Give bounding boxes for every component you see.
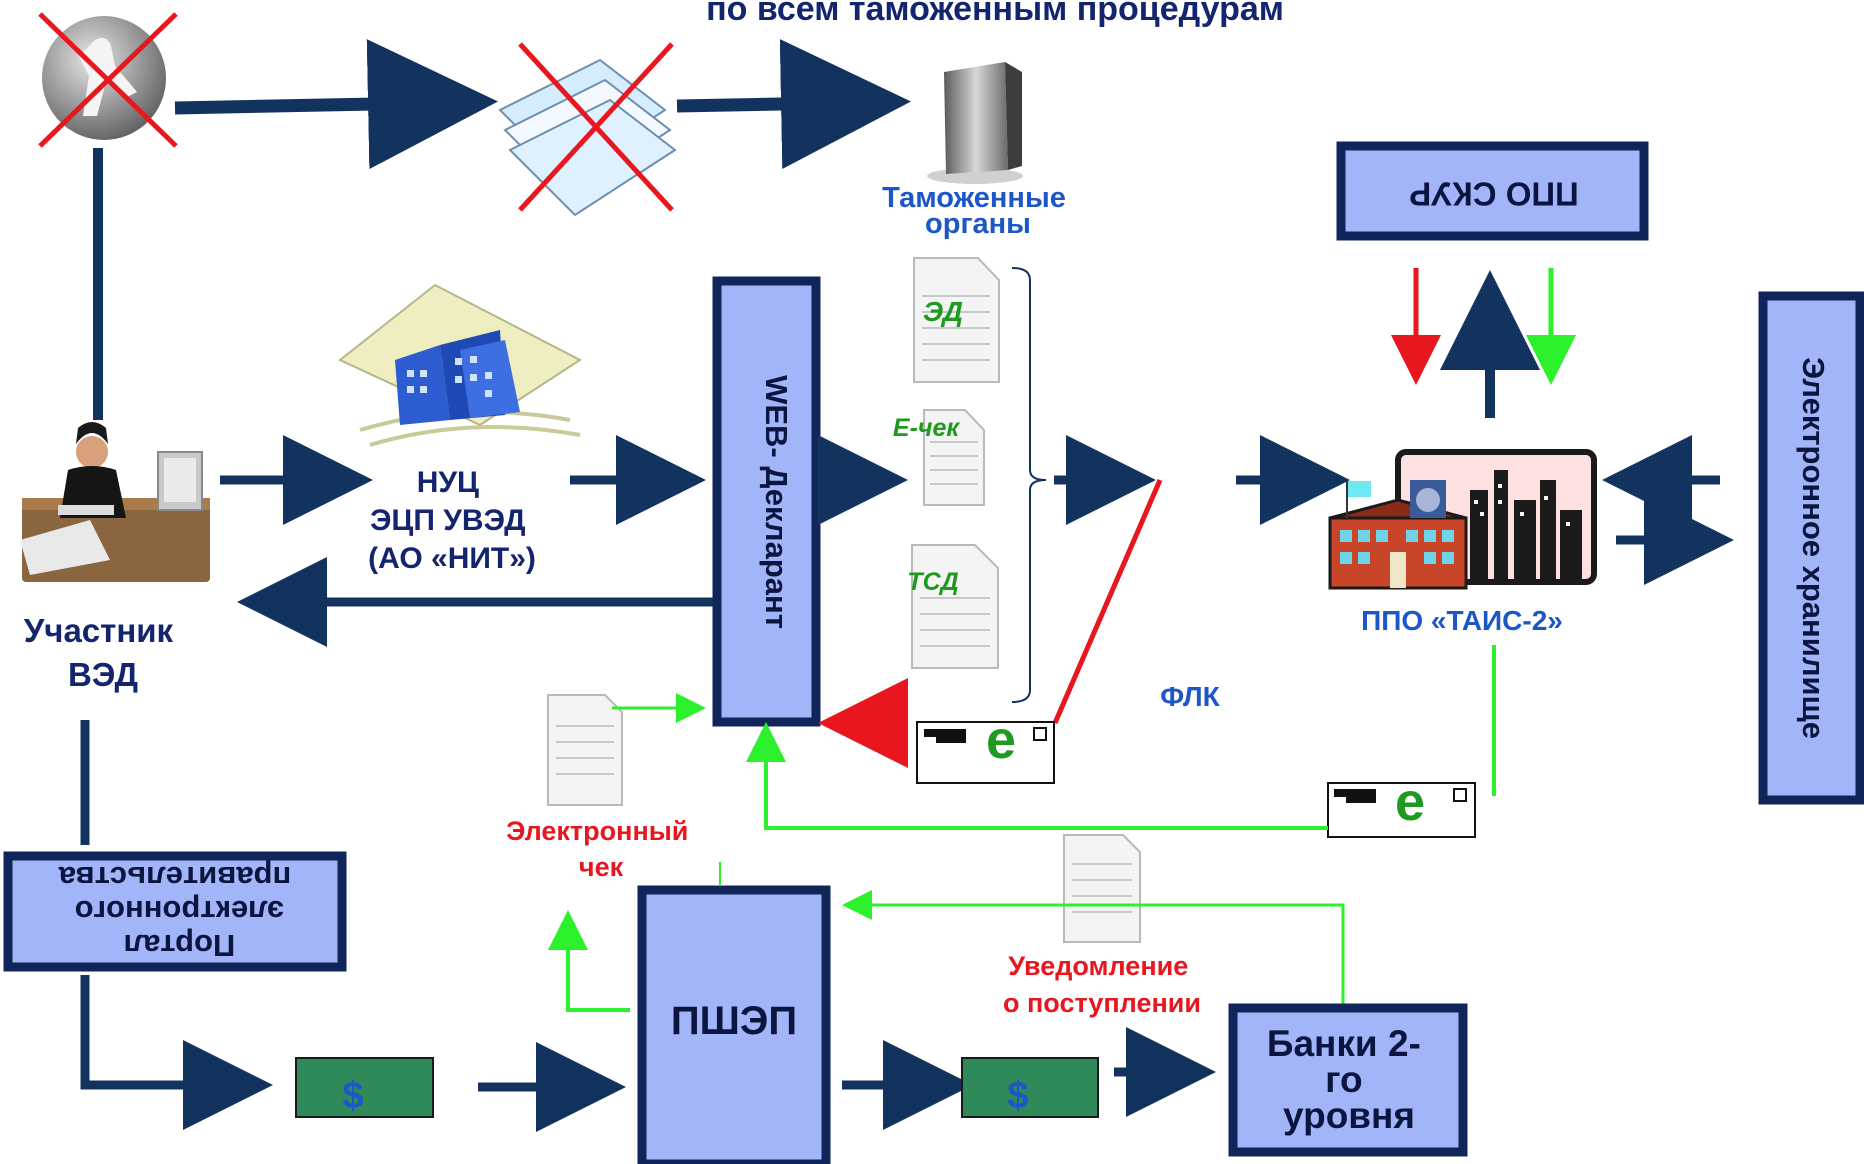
ed-label: ЭД (923, 296, 963, 327)
echeck-doc-label: Е-чек (893, 414, 960, 442)
ppo-skur-box (1336, 141, 1649, 241)
echeck-document-icon (923, 409, 985, 506)
ed-document-icon (913, 257, 1000, 383)
tsd-document-icon (911, 544, 999, 669)
page-title: по всем таможенным процедурам (706, 0, 1284, 28)
envelope-icon (1327, 782, 1476, 838)
portal-box (3, 851, 347, 972)
nuc-label: НУЦ ЭЦП УВЭД (АО «НИТ») (368, 466, 536, 575)
money-symbol: $ (342, 1075, 363, 1117)
banks-box (1228, 1003, 1468, 1157)
e-storage-label: Электронное хранилище (1796, 357, 1831, 739)
portal-label: Портал электронного правительства (58, 860, 291, 963)
ppo-skur-label: ППО СКУР (1409, 175, 1579, 212)
notification-label: Уведомление о поступлении (1003, 951, 1201, 1018)
participant-person-icon (20, 422, 210, 582)
tais-buildings-icon (1328, 449, 1597, 590)
rejection-line (1052, 479, 1163, 724)
nuc-building-icon (338, 283, 582, 447)
money-icon (295, 1057, 434, 1118)
documents-bracket (1011, 267, 1047, 703)
participant-label: Участник ВЭД (24, 612, 182, 693)
customs-building-icon (927, 62, 1023, 184)
flk-label: ФЛК (1160, 681, 1220, 712)
e-storage-box (1758, 291, 1864, 805)
pshep-box (637, 885, 831, 1164)
envelope-letter: e (986, 710, 1016, 770)
web-declarant-label: WEB- Декларант (759, 375, 794, 629)
money-icon (961, 1057, 1099, 1118)
envelope-icon (916, 721, 1055, 784)
envelope-letter: e (1395, 772, 1425, 832)
money-symbol: $ (1007, 1075, 1028, 1117)
tsd-label: ТСД (907, 568, 958, 596)
customs-label: Таможенные органы (882, 182, 1074, 240)
electronic-check-document-icon (547, 694, 623, 806)
notification-document-icon (1063, 834, 1141, 943)
ppo-tais-label: ППО «ТАИС-2» (1361, 605, 1563, 636)
electronic-check-label: Электронный чек (506, 816, 696, 882)
pshep-label: ПШЭП (671, 999, 797, 1043)
crossed-paper-stack-icon (498, 42, 677, 217)
web-declarant-box (712, 276, 821, 727)
banks-label: Банки 2- го уровня (1267, 1023, 1431, 1136)
crossed-person-icon (38, 12, 178, 148)
